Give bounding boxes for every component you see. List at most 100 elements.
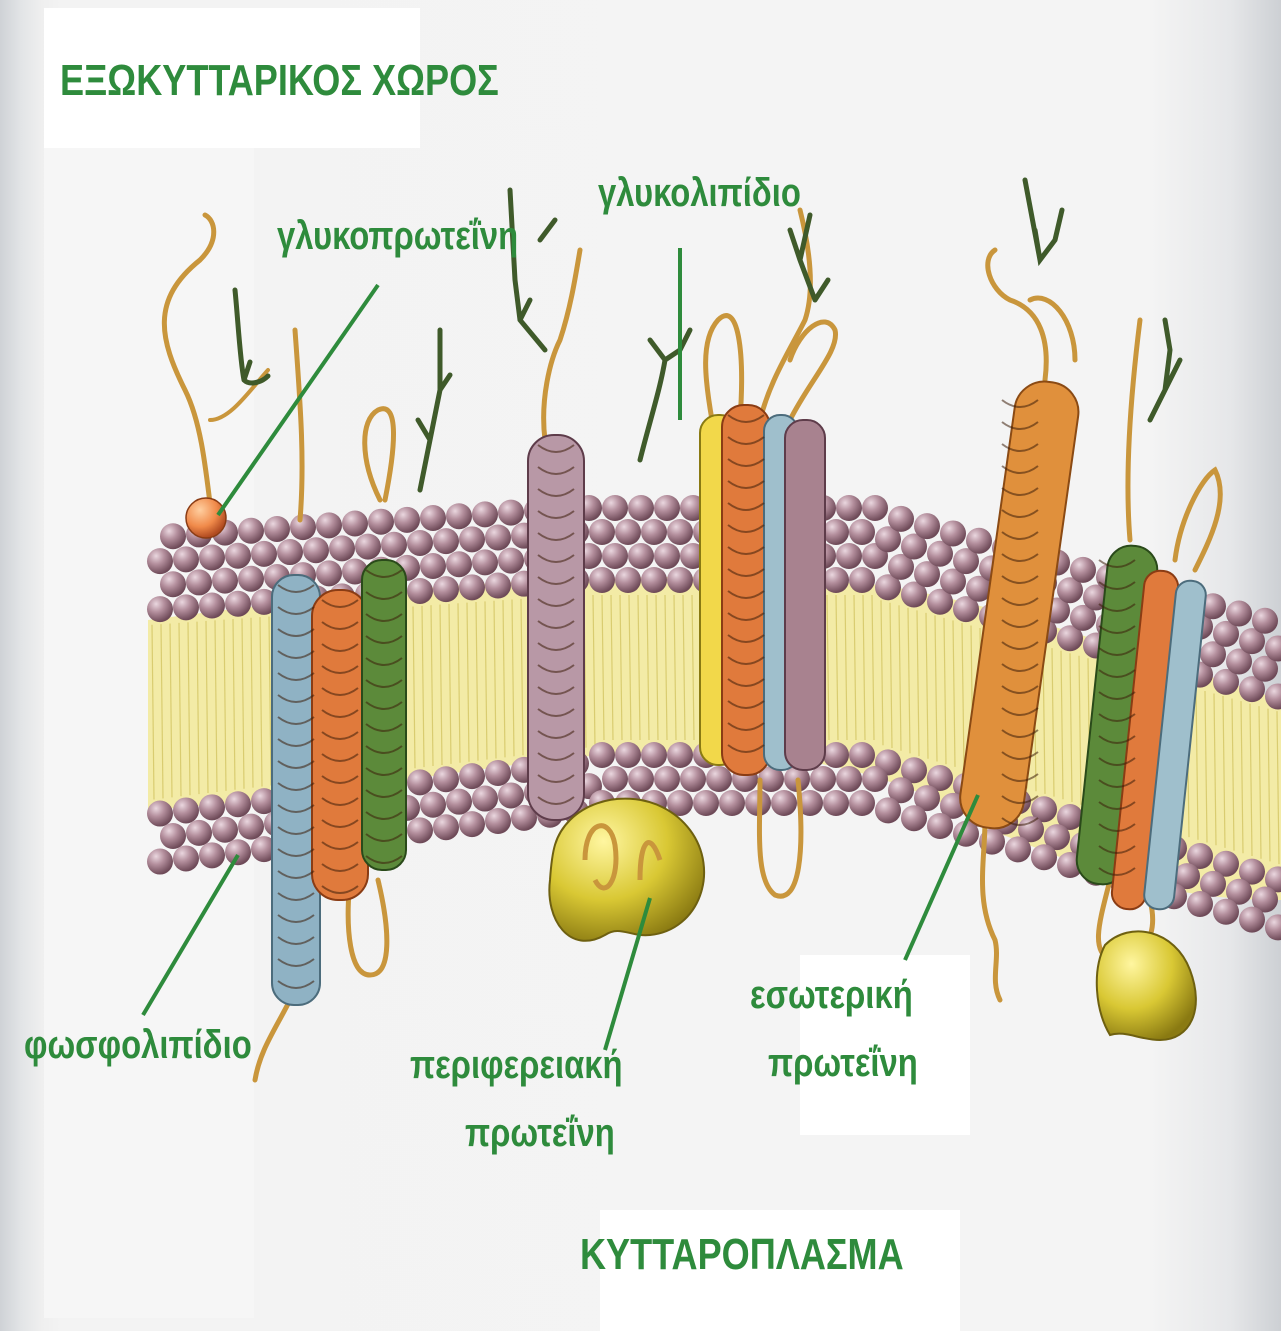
phospholipid-head [212,568,238,594]
phospholipid-head [173,594,199,620]
phospholipid-head [823,519,849,545]
phospholipid-head [862,495,888,521]
phospholipid-head [407,817,433,843]
phospholipid-head [693,790,719,816]
phospholipid-head [485,525,511,551]
phospholipid-head [472,786,498,812]
phospholipid-head [1070,557,1096,583]
phospholipid-head [1005,836,1031,862]
phospholipid-head [1226,601,1252,627]
label-peripheral-protein-line1: περιφερειακή [410,1042,623,1088]
protein-helix-green-left [362,560,406,870]
phospholipid-head [368,509,394,535]
phospholipid-head [901,805,927,831]
phospholipid-head [849,790,875,816]
phospholipid-head [186,820,212,846]
phospholipid-head [680,766,706,792]
phospholipid-head [199,842,225,868]
phospholipid-head [498,782,524,808]
phospholipid-head [160,823,186,849]
label-integral-protein-line1: εσωτερική [750,972,913,1018]
phospholipid-head [641,519,667,545]
phospholipid-head [589,742,615,768]
phospholipid-head [589,567,615,593]
phospholipid-head [225,591,251,617]
phospholipid-head [290,514,316,540]
phospholipid-head [654,766,680,792]
phospholipid-head [264,516,290,542]
phospholipid-head [654,543,680,569]
phospholipid-head [199,545,225,571]
phospholipid-head [251,541,277,567]
phospholipid-head [615,742,641,768]
phospholipid-head [823,790,849,816]
phospholipid-head [160,571,186,597]
phospholipid-head [927,813,953,839]
phospholipid-head [446,551,472,577]
phospholipid-head [888,506,914,532]
peripheral-protein-yellow-right [1097,931,1196,1040]
phospholipid-head [1213,899,1239,925]
glycoprotein-head [186,498,226,538]
phospholipid-head [914,513,940,539]
phospholipid-head [498,548,524,574]
phospholipid-head [810,766,836,792]
phospholipid-head [173,845,199,871]
phospholipid-head [407,530,433,556]
phospholipid-head [303,537,329,563]
phospholipid-head [173,797,199,823]
label-glycoprotein: γλυκοπρωτεΐνη [277,213,518,259]
phospholipid-head [420,553,446,579]
phospholipid-head [823,742,849,768]
phospholipid-head [628,766,654,792]
phospholipid-head [641,567,667,593]
phospholipid-head [212,817,238,843]
phospholipid-head [472,501,498,527]
phospholipid-head [238,814,264,840]
phospholipid-head [433,576,459,602]
phospholipid-head [719,790,745,816]
phospholipid-head [849,519,875,545]
phospholipid-head [836,543,862,569]
phospholipid-head [407,578,433,604]
label-glycolipid: γλυκολιπίδιο [598,170,801,216]
phospholipid-head [186,569,212,595]
phospholipid-head [667,742,693,768]
phospholipid-head [160,523,186,549]
phospholipid-head [225,839,251,865]
phospholipid-head [277,539,303,565]
phospholipid-head [849,742,875,768]
label-cytoplasm: ΚΥΤΤΑΡΟΠΛΑΣΜΑ [580,1230,904,1281]
phospholipid-head [966,528,992,554]
phospholipid-head [199,593,225,619]
label-peripheral-protein-line2: πρωτεΐνη [465,1110,615,1156]
phospholipid-head [615,519,641,545]
phospholipid-head [173,546,199,572]
phospholipid-head [706,766,732,792]
phospholipid-head [420,792,446,818]
phospholipid-head [589,519,615,545]
phospholipid-head [1252,608,1278,634]
phospholipid-head [940,520,966,546]
phospholipid-head [433,528,459,554]
phospholipid-head [654,495,680,521]
phospholipid-head [459,811,485,837]
phospholipid-head [199,794,225,820]
phospholipid-head [836,495,862,521]
phospholipid-head [823,567,849,593]
phospholipid-head [433,814,459,840]
label-phospholipid: φωσφολιπίδιο [24,1022,252,1068]
phospholipid-head [1187,891,1213,917]
phospholipid-head [602,495,628,521]
phospholipid-head [459,526,485,552]
phospholipid-head [472,549,498,575]
phospholipid-head [602,766,628,792]
phospholipid-head [147,849,173,875]
phospholipid-head [862,766,888,792]
phospholipid-head [394,507,420,533]
phospholipid-head [446,789,472,815]
phospholipid-head [147,596,173,622]
label-extracellular-space: ΕΞΩΚΥΤΤΑΡΙΚΟΣ ΧΩΡΟΣ [60,56,499,107]
phospholipid-head [316,560,342,586]
phospholipid-head [329,535,355,561]
